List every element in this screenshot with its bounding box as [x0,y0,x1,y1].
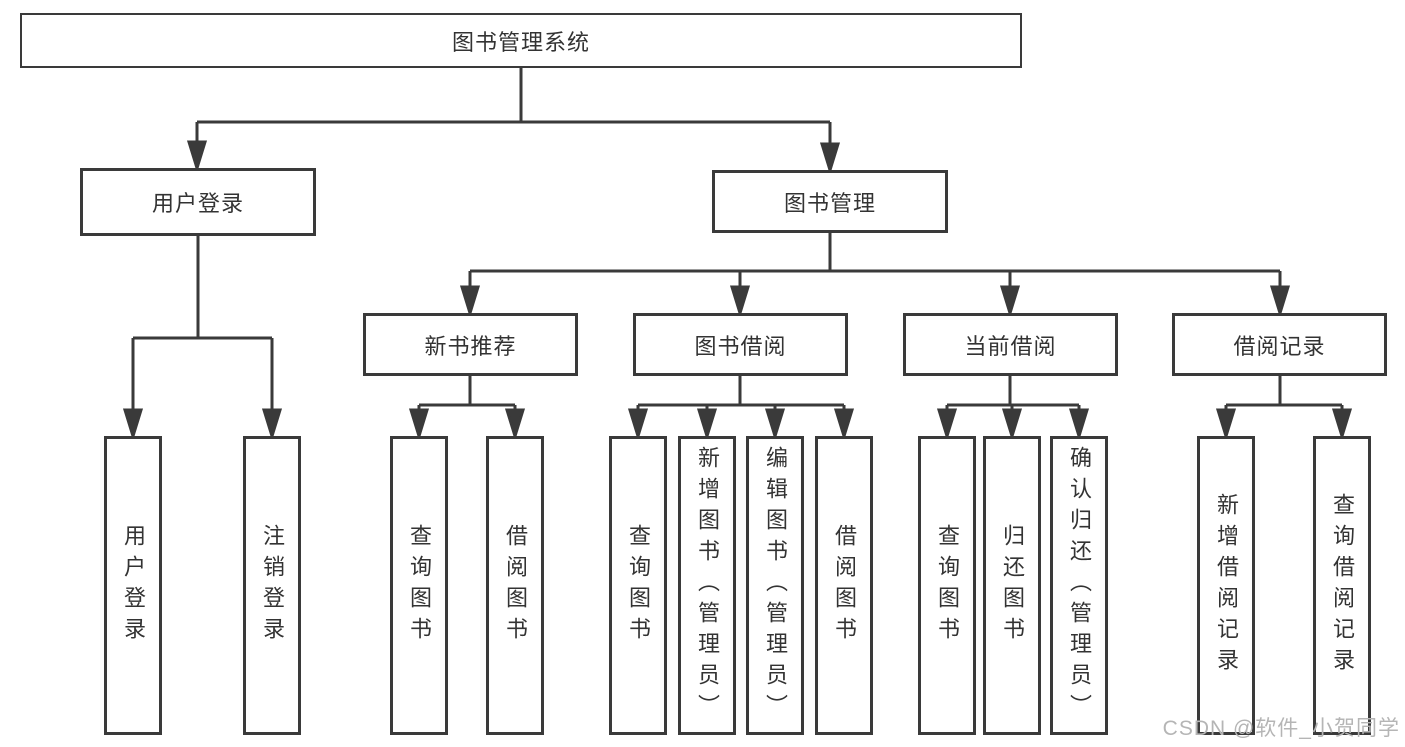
node-label: 借阅记录 [1233,333,1326,359]
node-label: 图书管理 [783,190,876,216]
node-label: 当前借阅 [964,333,1057,359]
node-borrowing-records: 借阅记录 [1172,313,1387,376]
node-library-management-system: 图书管理系统 [20,13,1022,68]
node-label: 图书管理系统 [451,29,590,55]
leaf-logout: 注销登录 [243,436,301,735]
leaf-label: 查询图书 [626,523,651,648]
node-current-borrowing: 当前借阅 [903,313,1118,376]
leaf-confirm-return-admin: 确认归还（管理员） [1050,436,1108,735]
leaf-label: 归还图书 [1000,523,1025,648]
node-new-book-recommendation: 新书推荐 [363,313,578,376]
node-book-borrowing: 图书借阅 [633,313,848,376]
leaf-label: 用户登录 [121,523,146,648]
leaf-label: 新增借阅记录 [1214,492,1239,679]
leaf-query-books: 查询图书 [609,436,667,735]
leaf-add-book-admin: 新增图书（管理员） [678,436,736,735]
csdn-watermark: CSDN @软件_小贺同学 [1162,717,1400,740]
leaf-edit-book-admin: 编辑图书（管理员） [746,436,804,735]
leaf-label: 新增图书（管理员） [695,446,720,725]
leaf-borrow-books: 借阅图书 [486,436,544,735]
leaf-label: 借阅图书 [503,523,528,648]
leaf-label: 确认归还（管理员） [1067,446,1092,725]
node-book-management: 图书管理 [712,170,948,233]
node-label: 用户登录 [151,191,244,216]
leaf-label: 编辑图书（管理员） [763,446,788,725]
leaf-user-login: 用户登录 [104,436,162,735]
leaf-label: 查询借阅记录 [1330,492,1355,679]
leaf-label: 借阅图书 [832,523,857,648]
node-label: 新书推荐 [424,333,517,359]
leaf-label: 查询图书 [407,523,432,648]
leaf-return-books: 归还图书 [983,436,1041,735]
leaf-borrow-books: 借阅图书 [815,436,873,735]
leaf-query-books: 查询图书 [918,436,976,735]
node-label: 图书借阅 [694,333,787,359]
leaf-add-borrow-record: 新增借阅记录 [1197,436,1255,735]
leaf-query-books: 查询图书 [390,436,448,735]
node-user-login: 用户登录 [80,168,316,236]
leaf-label: 注销登录 [260,523,285,648]
leaf-label: 查询图书 [935,523,960,648]
leaf-query-borrow-record: 查询借阅记录 [1313,436,1371,735]
